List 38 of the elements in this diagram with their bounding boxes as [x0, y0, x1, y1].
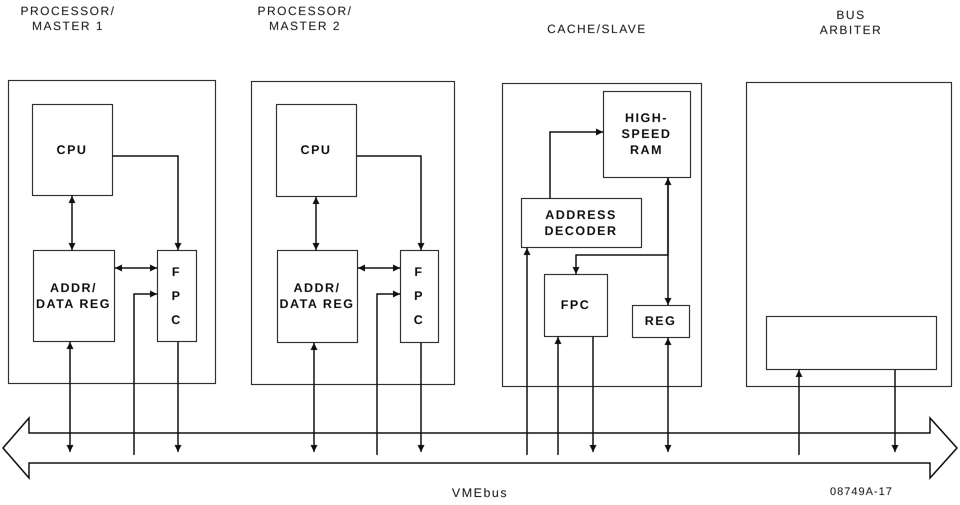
- arrow: [310, 343, 318, 452]
- arrow: [357, 155, 424, 250]
- arrow: [133, 290, 157, 455]
- bus-label: VMEbus: [450, 485, 510, 501]
- board-heading: PROCESSOR/ MASTER 1: [19, 4, 116, 34]
- component-block: FPC: [544, 274, 608, 336]
- arrow: [524, 248, 530, 455]
- arrow: [572, 178, 669, 274]
- arrow: [796, 370, 802, 455]
- arrow: [549, 128, 603, 198]
- component-block: ADDRESS DECODER: [520, 198, 642, 248]
- arrow: [68, 196, 76, 250]
- arrow: [113, 155, 182, 250]
- arrow: [174, 342, 182, 452]
- empty-block: [766, 316, 936, 370]
- arrow: [892, 370, 898, 452]
- arrow: [664, 338, 672, 452]
- component-block: CPU: [32, 104, 112, 196]
- figure-number: 08749A-17: [830, 486, 893, 498]
- component-block: F P C: [156, 250, 196, 342]
- component-block: ADDR/ DATA REG: [32, 250, 114, 342]
- arrow: [590, 337, 596, 452]
- component-block: ADDR/ DATA REG: [276, 250, 358, 342]
- arrow: [664, 178, 672, 305]
- arrow: [376, 290, 400, 455]
- component-block: HIGH- SPEED RAM: [602, 90, 690, 178]
- component-block: F P C: [400, 250, 438, 342]
- component-block: REG: [632, 304, 690, 338]
- board-heading: BUS ARBITER: [818, 8, 884, 38]
- board-heading: PROCESSOR/ MASTER 2: [256, 4, 354, 34]
- arrow: [66, 342, 74, 452]
- arrow: [358, 264, 400, 272]
- arrow: [115, 264, 157, 272]
- arrow: [554, 337, 562, 455]
- arrow: [418, 343, 424, 452]
- component-block: CPU: [276, 104, 356, 196]
- arrow: [312, 197, 320, 250]
- board-heading: CACHE/SLAVE: [546, 22, 648, 37]
